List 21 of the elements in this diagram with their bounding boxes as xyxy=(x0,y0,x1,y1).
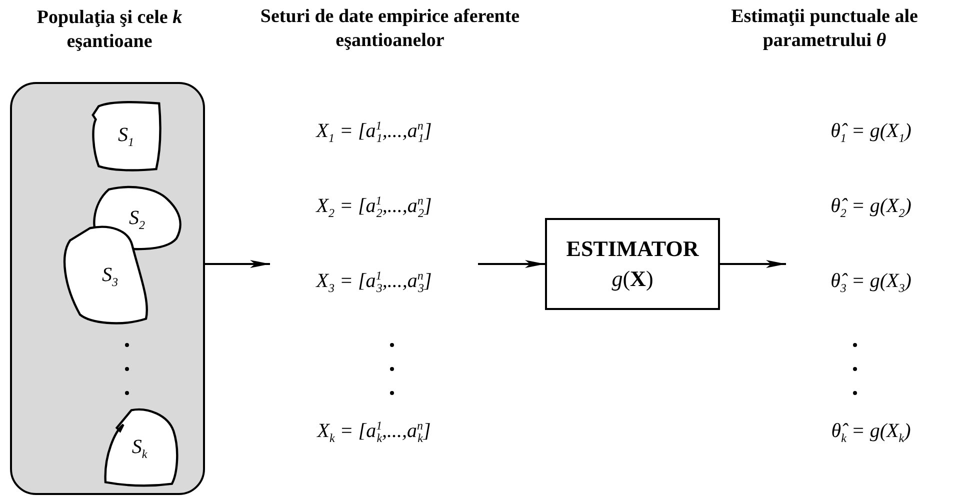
arrow xyxy=(720,260,786,268)
formula: θ̂$_{3}$ = g(X$_{3}$) xyxy=(830,270,912,293)
arrow xyxy=(205,260,270,268)
sample-label: S$_{k}$ xyxy=(132,436,148,458)
column-heading: Estimaţii punctuale ale parametrului θ xyxy=(730,5,919,52)
formula: θ̂$_{2}$ = g(X$_{2}$) xyxy=(830,195,912,218)
sample-label: S$_{3}$ xyxy=(102,264,118,287)
function-label: g(X) xyxy=(612,266,654,292)
formula: X$_{2}$ = [a$^{1}$$_{2}$,...,a$^{n}$$_{2}$] xyxy=(314,195,433,218)
formula: θ̂$_{1}$ = g(X$_{1}$) xyxy=(830,120,912,143)
sample-label: S$_{1}$ xyxy=(118,124,134,147)
column-heading: Seturi de date empirice aferente eşantioanelor xyxy=(259,5,521,52)
arrow xyxy=(478,260,545,268)
formula: X$_{3}$ = [a$^{1}$$_{3}$,...,a$^{n}$$_{3}$] xyxy=(314,270,433,293)
box-title: ESTIMATOR xyxy=(566,236,699,262)
formula: X$_{k}$ = [a$^{1}$$_{k}$,...,a$^{n}$$_{k}$] xyxy=(316,420,432,443)
formula: θ̂$_{k}$ = g(X$_{k}$) xyxy=(830,420,912,443)
formula: X$_{1}$ = [a$^{1}$$_{1}$,...,a$^{n}$$_{1}$] xyxy=(314,120,433,143)
estimator-box xyxy=(545,218,720,310)
sample-label: S$_{2}$ xyxy=(129,206,145,230)
column-heading: Populaţia şi cele k eşantioane xyxy=(36,6,184,54)
